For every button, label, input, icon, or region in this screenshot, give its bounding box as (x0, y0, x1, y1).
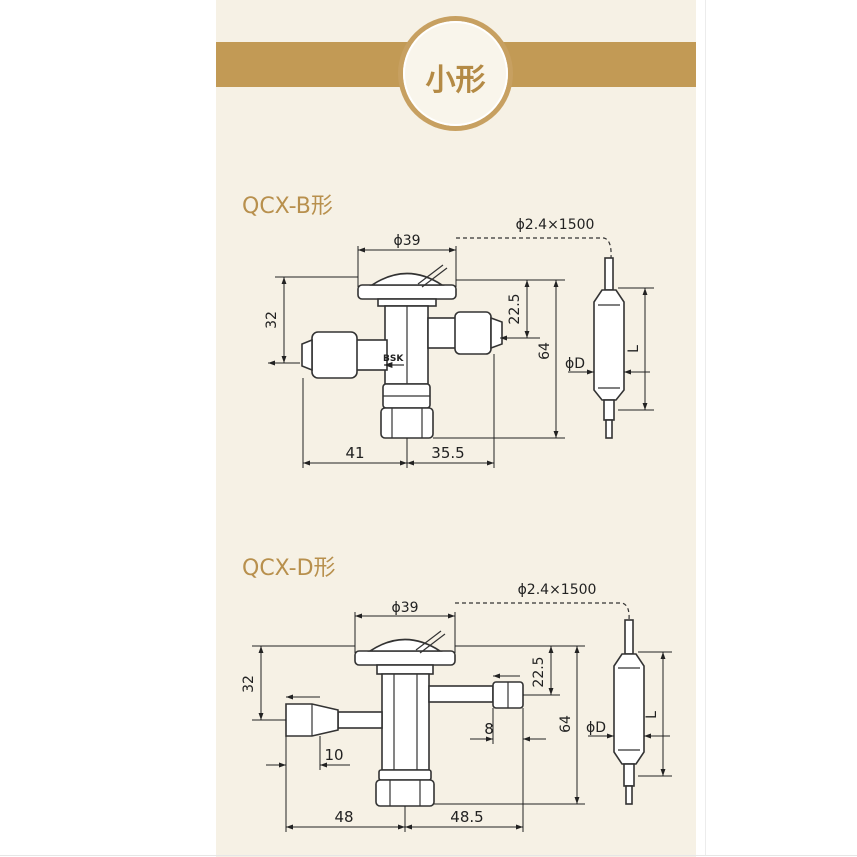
qcx-d-valve-head (354, 630, 456, 675)
qcx-d-dim-outlet-height: 22.5 (531, 656, 547, 687)
qcx-d-dim-body-diameter: ϕ39 (391, 600, 418, 616)
size-badge-label: 小形 (425, 63, 486, 98)
qcx-b-dim-bulb-length: L (626, 345, 642, 353)
qcx-d-dim-capillary: ϕ2.4×1500 (518, 582, 597, 598)
qcx-b-dimensions: ϕ39 ϕ2.4×1500 32 22.5 64 ϕD L (264, 217, 654, 468)
qcx-d-dim-bulb-length: L (644, 711, 660, 719)
qcx-b-dim-total-height: 64 (537, 342, 553, 360)
qcx-b-valve-body (380, 305, 434, 439)
qcx-d-dim-total-height: 64 (558, 715, 574, 733)
qcx-d-dim-inlet-stub: 10 (324, 746, 343, 764)
qcx-b-outlet-fitting (427, 311, 503, 355)
qcx-d-title: QCX-D形 (242, 556, 336, 581)
qcx-d-sensing-bulb (613, 619, 645, 805)
qcx-b-dim-bulb-diameter: ϕD (565, 356, 585, 372)
qcx-b-brand-mark: BSK (383, 354, 404, 364)
qcx-b-sensing-bulb (593, 257, 625, 439)
qcx-d-dimensions: ϕ39 ϕ2.4×1500 32 22.5 64 8 (241, 582, 672, 832)
qcx-b-dim-left-width: 41 (345, 444, 364, 462)
qcx-b-dim-left-height: 32 (264, 311, 280, 329)
size-badge-inner: 小形 (403, 21, 508, 126)
qcx-d-dim-left-height: 32 (241, 675, 257, 693)
qcx-d-valve-body (375, 673, 435, 807)
qcx-b-valve-head (357, 264, 457, 307)
qcx-d-inlet-fitting (285, 703, 383, 737)
qcx-d-drawing: ϕ39 ϕ2.4×1500 32 22.5 64 8 (241, 582, 672, 832)
qcx-b-dim-outlet-height: 22.5 (507, 293, 523, 324)
qcx-b-dim-body-diameter: ϕ39 (393, 233, 420, 249)
bottom-divider (0, 855, 857, 856)
qcx-b-drawing: BSK ϕ39 ϕ2.4×1500 32 (264, 217, 654, 468)
size-badge: 小形 (398, 16, 513, 131)
qcx-b-dim-capillary: ϕ2.4×1500 (516, 217, 595, 233)
qcx-b-dim-right-width: 35.5 (431, 444, 464, 462)
qcx-d-dim-outlet-stub: 8 (484, 720, 494, 738)
page-edge (705, 0, 706, 855)
qcx-d-dim-bulb-diameter: ϕD (586, 720, 606, 736)
qcx-d-outlet-fitting (428, 681, 524, 709)
qcx-b-title: QCX-B形 (242, 194, 333, 219)
qcx-d-dim-left-width: 48 (334, 808, 353, 826)
qcx-d-dim-right-width: 48.5 (450, 808, 483, 826)
qcx-b-inlet-fitting: BSK (301, 331, 404, 379)
